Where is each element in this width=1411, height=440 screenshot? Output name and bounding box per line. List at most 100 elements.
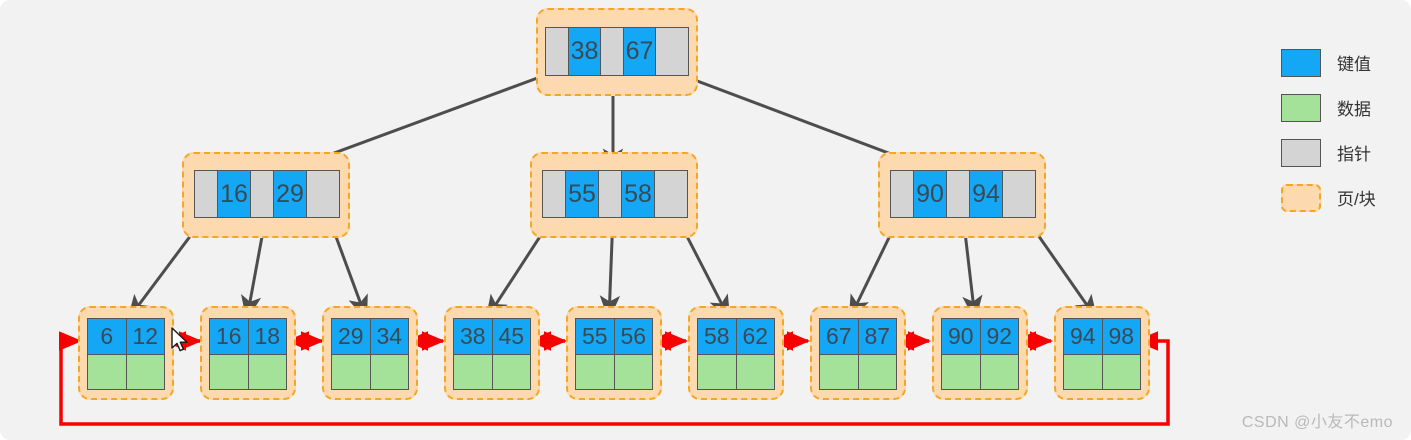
- leaf-6-key-row: 58 62: [698, 319, 774, 354]
- leaf-7-data-row: [820, 354, 896, 389]
- legend-item-data: 数据: [1281, 85, 1401, 130]
- leaf-3-data-row: [332, 354, 408, 389]
- leaf-2-key-0: 16: [210, 319, 248, 354]
- leaf-4-data-1: [491, 354, 530, 389]
- internal-3-pointer-1[interactable]: [947, 171, 969, 217]
- legend-label-pointer: 指针: [1337, 145, 1371, 164]
- legend: 键值 数据 指针 页/块: [1281, 40, 1401, 220]
- leaf-1-data-0: [88, 354, 126, 389]
- internal-1-key-0: 16: [217, 171, 251, 217]
- leaf-1-key-1: 12: [125, 319, 164, 354]
- internal-3-key-0: 90: [913, 171, 947, 217]
- internal-2-key-0: 55: [565, 171, 599, 217]
- leaf-3-key-row: 29 34: [332, 319, 408, 354]
- leaf-8-data-0: [942, 354, 980, 389]
- legend-label-page: 页/块: [1337, 190, 1376, 209]
- leaf-7-data-0: [820, 354, 858, 389]
- leaf-2-data-0: [210, 354, 248, 389]
- leaf-node-5[interactable]: 55 56: [575, 318, 653, 390]
- leaf-1-data-1: [125, 354, 164, 389]
- leaf-5-key-row: 55 56: [576, 319, 652, 354]
- leaf-2-data-row: [210, 354, 286, 389]
- internal-2-pointer-1[interactable]: [599, 171, 621, 217]
- leaf-5-data-row: [576, 354, 652, 389]
- legend-label-key: 键值: [1337, 55, 1371, 74]
- leaf-node-2[interactable]: 16 18: [209, 318, 287, 390]
- internal-3-key-1: 94: [969, 171, 1003, 217]
- leaf-9-key-row: 94 98: [1064, 319, 1140, 354]
- root-pointer-2[interactable]: [656, 28, 678, 75]
- legend-item-key: 键值: [1281, 40, 1401, 85]
- leaf-6-key-1: 62: [735, 319, 774, 354]
- leaf-3-data-1: [369, 354, 408, 389]
- leaf-3-key-1: 34: [369, 319, 408, 354]
- root-pointer-0[interactable]: [546, 28, 568, 75]
- internal-node-1[interactable]: 16 29: [194, 170, 340, 218]
- leaf-6-data-1: [735, 354, 774, 389]
- leaf-5-data-0: [576, 354, 614, 389]
- leaf-9-data-1: [1101, 354, 1140, 389]
- internal-1-pointer-2[interactable]: [307, 171, 329, 217]
- legend-item-pointer: 指针: [1281, 130, 1401, 175]
- leaf-node-3[interactable]: 29 34: [331, 318, 409, 390]
- legend-label-data: 数据: [1337, 100, 1371, 119]
- leaf-7-data-1: [857, 354, 896, 389]
- leaf-3-data-0: [332, 354, 370, 389]
- leaf-node-7[interactable]: 67 87: [819, 318, 897, 390]
- leaf-2-key-1: 18: [247, 319, 286, 354]
- leaf-6-data-0: [698, 354, 736, 389]
- leaf-9-data-row: [1064, 354, 1140, 389]
- leaf-7-key-0: 67: [820, 319, 858, 354]
- leaf-4-key-0: 38: [454, 319, 492, 354]
- leaf-5-key-1: 56: [613, 319, 652, 354]
- leaf-9-key-1: 98: [1101, 319, 1140, 354]
- internal-node-2[interactable]: 55 58: [542, 170, 688, 218]
- leaf-5-key-0: 55: [576, 319, 614, 354]
- leaf-8-key-0: 90: [942, 319, 980, 354]
- leaf-9-data-0: [1064, 354, 1102, 389]
- leaf-2-key-row: 16 18: [210, 319, 286, 354]
- leaf-1-key-row: 6 12: [88, 319, 164, 354]
- leaf-node-1[interactable]: 6 12: [87, 318, 165, 390]
- internal-node-3[interactable]: 90 94: [890, 170, 1036, 218]
- leaf-3-key-0: 29: [332, 319, 370, 354]
- legend-item-page: 页/块: [1281, 175, 1401, 220]
- leaf-5-data-1: [613, 354, 652, 389]
- leaf-node-4[interactable]: 38 45: [453, 318, 531, 390]
- leaf-8-data-row: [942, 354, 1018, 389]
- leaf-8-data-1: [979, 354, 1018, 389]
- leaf-1-key-0: 6: [88, 319, 126, 354]
- legend-swatch-key-icon: [1281, 48, 1321, 77]
- internal-2-pointer-0[interactable]: [543, 171, 565, 217]
- leaf-6-data-row: [698, 354, 774, 389]
- root-key-0: 38: [568, 28, 601, 75]
- root-node[interactable]: 38 67: [545, 27, 689, 76]
- leaf-4-key-row: 38 45: [454, 319, 530, 354]
- leaf-8-key-row: 90 92: [942, 319, 1018, 354]
- internal-2-pointer-2[interactable]: [655, 171, 677, 217]
- root-pointer-1[interactable]: [601, 28, 623, 75]
- leaf-7-key-row: 67 87: [820, 319, 896, 354]
- leaf-1-data-row: [88, 354, 164, 389]
- leaf-7-key-1: 87: [857, 319, 896, 354]
- internal-1-pointer-1[interactable]: [251, 171, 273, 217]
- internal-1-key-1: 29: [273, 171, 307, 217]
- leaf-4-data-0: [454, 354, 492, 389]
- legend-swatch-data-icon: [1281, 93, 1321, 122]
- leaf-node-9[interactable]: 94 98: [1063, 318, 1141, 390]
- internal-2-key-1: 58: [621, 171, 655, 217]
- leaf-node-6[interactable]: 58 62: [697, 318, 775, 390]
- watermark-text: CSDN @小友不emo: [1241, 414, 1393, 431]
- legend-swatch-page-icon: [1281, 183, 1321, 212]
- internal-3-pointer-2[interactable]: [1003, 171, 1025, 217]
- internal-3-pointer-0[interactable]: [891, 171, 913, 217]
- leaf-9-key-0: 94: [1064, 319, 1102, 354]
- leaf-4-key-1: 45: [491, 319, 530, 354]
- leaf-4-data-row: [454, 354, 530, 389]
- root-key-1: 67: [623, 28, 656, 75]
- leaf-6-key-0: 58: [698, 319, 736, 354]
- internal-1-pointer-0[interactable]: [195, 171, 217, 217]
- leaf-node-8[interactable]: 90 92: [941, 318, 1019, 390]
- leaf-link-circular-wrap: [59, 331, 1170, 426]
